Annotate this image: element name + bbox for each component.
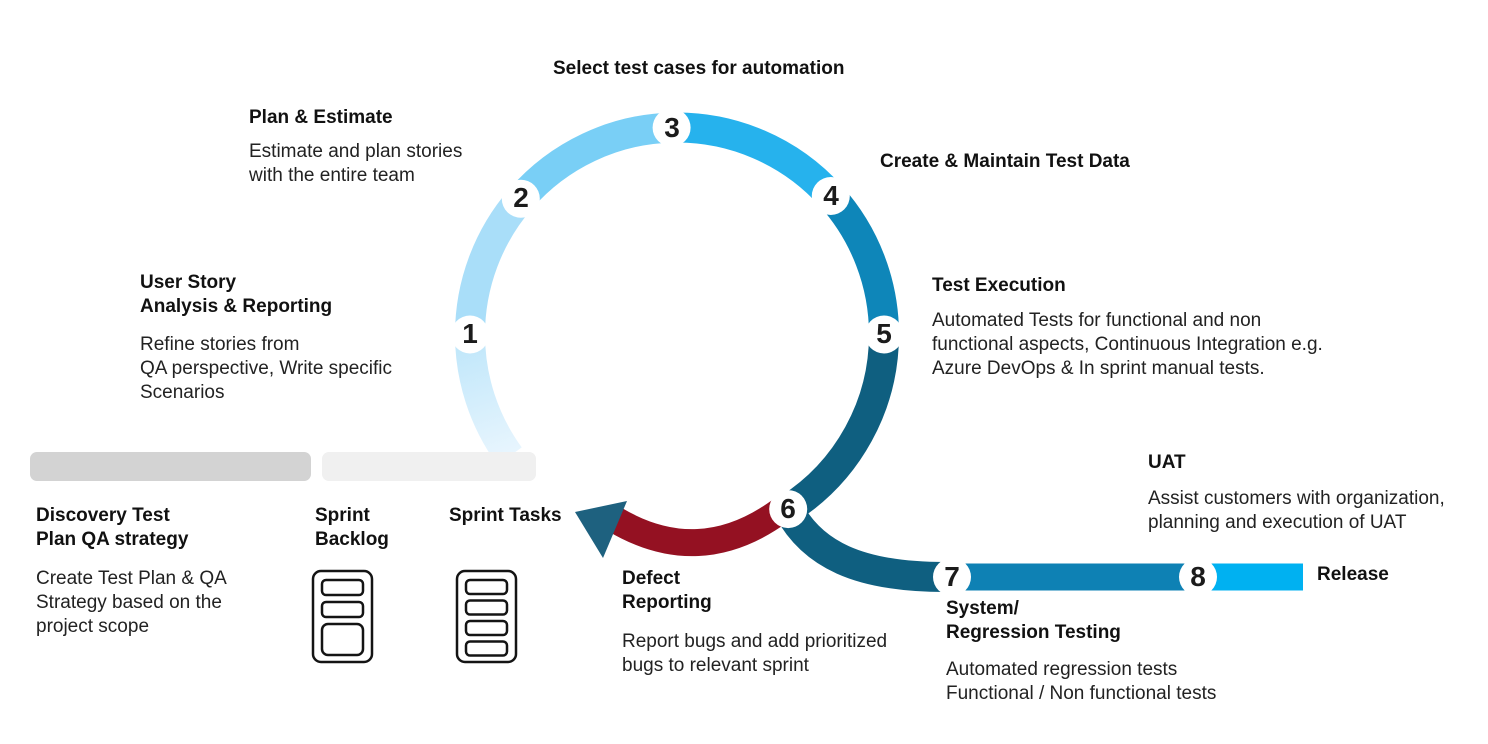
step-number-7: 7 bbox=[944, 561, 960, 592]
step-number-6: 6 bbox=[780, 493, 796, 524]
arc-segment-5-6 bbox=[779, 334, 899, 522]
arc-tail bbox=[455, 334, 522, 466]
system-regression-body: Automated regression tests Functional / … bbox=[946, 659, 1217, 704]
step-gap-circle bbox=[933, 558, 971, 596]
step-gap-circle bbox=[652, 108, 691, 147]
test-execution-title: Test Execution bbox=[932, 275, 1066, 296]
step-number-5: 5 bbox=[876, 318, 892, 349]
arc-segment-1-2 bbox=[455, 188, 533, 335]
sprint-tasks-title: Sprint Tasks bbox=[449, 505, 562, 526]
user-story-body: Refine stories from QA perspective, Writ… bbox=[140, 334, 393, 403]
step-number-4: 4 bbox=[823, 180, 839, 211]
backlog-stack-icon bbox=[311, 569, 374, 664]
step-gap-circle bbox=[769, 490, 808, 529]
test-execution-body: Automated Tests for functional and non f… bbox=[932, 310, 1323, 379]
defect-reporting-title: Defect Reporting bbox=[622, 568, 712, 613]
arc-segment-4-5 bbox=[819, 185, 899, 335]
defect-arc bbox=[607, 499, 788, 557]
release-label: Release bbox=[1317, 564, 1389, 585]
discovery-body: Create Test Plan & QA Strategy based on … bbox=[36, 568, 227, 637]
step-gap-circle bbox=[1179, 558, 1217, 596]
bar-7-8 bbox=[950, 563, 1198, 591]
discovery-phase-bar bbox=[30, 452, 311, 481]
icon-frame bbox=[455, 569, 518, 664]
user-story-title: User Story Analysis & Reporting bbox=[140, 272, 333, 317]
discovery-title: Discovery Test Plan QA strategy bbox=[36, 505, 189, 550]
icon-row bbox=[320, 600, 365, 619]
sprint-backlog-title: Sprint Backlog bbox=[315, 505, 389, 550]
step-gap-circle bbox=[451, 315, 489, 354]
step-number-8: 8 bbox=[1190, 561, 1206, 592]
plan-estimate-title: Plan & Estimate bbox=[249, 107, 393, 128]
arc-segment-6-7 bbox=[774, 501, 946, 592]
icon-row bbox=[320, 578, 365, 597]
uat-body: Assist customers with organization, plan… bbox=[1148, 488, 1445, 533]
sprint-phase-bar bbox=[322, 452, 536, 481]
icon-row bbox=[464, 578, 509, 596]
plan-estimate-body: Estimate and plan stories with the entir… bbox=[249, 141, 463, 186]
uat-title: UAT bbox=[1148, 452, 1186, 473]
step-number-3: 3 bbox=[664, 112, 680, 143]
step-number-2: 2 bbox=[513, 182, 529, 213]
icon-row bbox=[464, 640, 509, 657]
system-regression-title: System/ Regression Testing bbox=[946, 598, 1121, 643]
icon-row bbox=[464, 599, 509, 616]
icon-row bbox=[320, 622, 365, 657]
arc-segment-3-4 bbox=[671, 112, 842, 207]
icon-frame bbox=[311, 569, 374, 664]
step-gap-circle bbox=[811, 177, 850, 215]
icon-row bbox=[464, 619, 509, 637]
tasks-stack-icon bbox=[455, 569, 518, 664]
step-gap-circle bbox=[865, 315, 903, 354]
arc-segment-2-3 bbox=[509, 112, 673, 209]
create-maintain-title: Create & Maintain Test Data bbox=[880, 151, 1130, 172]
select-automation-title: Select test cases for automation bbox=[553, 58, 845, 79]
defect-reporting-body: Report bugs and add prioritized bugs to … bbox=[622, 631, 888, 676]
step-gap-circle bbox=[501, 179, 540, 218]
step-number-1: 1 bbox=[462, 318, 478, 349]
arrow-left-icon bbox=[575, 501, 627, 558]
